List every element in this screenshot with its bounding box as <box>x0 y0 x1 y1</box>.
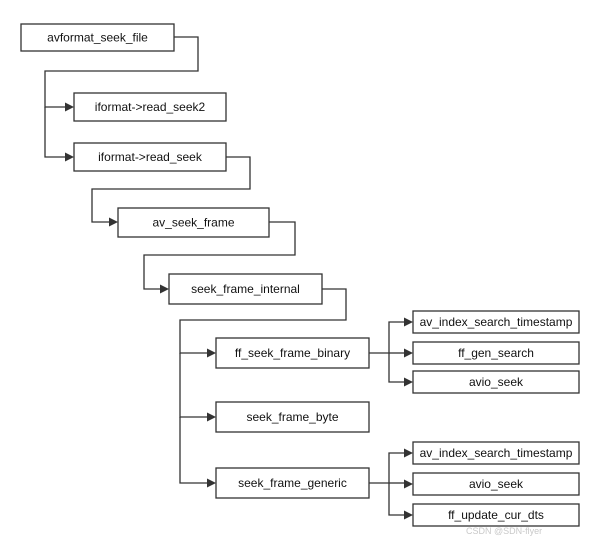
edge-internal-to-byte <box>179 353 208 418</box>
nodes-layer: avformat_seek_file iformat->read_seek2 i… <box>20 23 580 527</box>
arrowhead <box>207 412 216 422</box>
node-label: avio_seek <box>469 477 524 491</box>
node-label: iformat->read_seek2 <box>95 100 206 114</box>
node-binary-ff-gen-search: ff_gen_search <box>412 341 580 365</box>
arrowhead <box>404 479 413 489</box>
edge-avformat-to-read-seek <box>44 107 66 158</box>
node-label: ff_update_cur_dts <box>448 508 544 522</box>
node-seek-frame-generic: seek_frame_generic <box>215 467 370 499</box>
node-seek-frame-byte: seek_frame_byte <box>215 401 370 433</box>
arrowhead <box>404 377 413 387</box>
edge-internal-to-binary <box>179 288 347 354</box>
node-binary-av-index-search-timestamp: av_index_search_timestamp <box>412 310 580 334</box>
node-label: seek_frame_generic <box>238 476 347 490</box>
node-seek-frame-internal: seek_frame_internal <box>168 273 323 305</box>
edge-generic-to-av-index <box>369 452 405 484</box>
node-generic-ff-update-cur-dts: ff_update_cur_dts <box>412 503 580 527</box>
arrowhead <box>404 348 413 358</box>
node-ff-seek-frame-binary: ff_seek_frame_binary <box>215 337 370 369</box>
edge-generic-to-update-dts <box>388 483 405 516</box>
watermark: CSDN @SDN-flyer <box>466 526 543 536</box>
node-label: seek_frame_byte <box>246 410 338 424</box>
node-av-seek-frame: av_seek_frame <box>117 207 270 238</box>
arrowhead <box>65 102 74 112</box>
edge-binary-to-avio-seek <box>388 353 405 383</box>
arrowhead <box>207 348 216 358</box>
node-label: ff_seek_frame_binary <box>235 346 350 360</box>
arrowhead <box>160 284 169 294</box>
node-binary-avio-seek: avio_seek <box>412 370 580 394</box>
node-label: seek_frame_internal <box>191 282 300 296</box>
node-label: av_index_search_timestamp <box>420 315 573 329</box>
node-avformat-seek-file: avformat_seek_file <box>20 23 175 52</box>
node-label: ff_gen_search <box>458 346 534 360</box>
node-label: av_seek_frame <box>152 216 234 230</box>
node-label: avio_seek <box>469 375 524 389</box>
node-generic-avio-seek: avio_seek <box>412 472 580 496</box>
arrowhead <box>65 152 74 162</box>
node-label: av_index_search_timestamp <box>420 446 573 460</box>
node-iformat-read-seek: iformat->read_seek <box>73 142 227 172</box>
edges-layer <box>44 36 413 520</box>
edge-avformat-to-read-seek2 <box>44 36 199 108</box>
edge-binary-to-av-index <box>369 321 405 354</box>
node-label: iformat->read_seek <box>98 150 203 164</box>
node-iformat-read-seek2: iformat->read_seek2 <box>73 92 227 122</box>
arrowhead <box>404 317 413 327</box>
edge-av-seek-frame-to-internal <box>143 221 296 290</box>
arrowhead <box>404 448 413 458</box>
edge-read-seek-to-av-seek-frame <box>91 156 251 223</box>
arrowhead <box>109 217 118 227</box>
arrowhead <box>404 510 413 520</box>
node-label: avformat_seek_file <box>47 31 148 45</box>
arrowhead <box>207 478 216 488</box>
edge-internal-to-generic <box>179 417 208 484</box>
node-generic-av-index-search-timestamp: av_index_search_timestamp <box>412 441 580 465</box>
